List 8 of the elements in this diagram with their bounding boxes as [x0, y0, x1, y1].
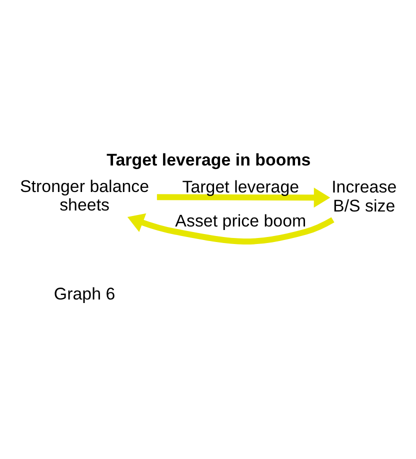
edge-label: Target leverage — [182, 177, 300, 196]
node-text: Stronger balance sheets — [20, 176, 150, 214]
node-text: Increase B/S size — [332, 177, 397, 215]
arrow — [156, 187, 330, 208]
label: Graph 6 — [54, 284, 116, 304]
edge-label: Asset price boom — [175, 211, 306, 230]
diagram-title: Target leverage in booms — [106, 150, 311, 170]
arrow — [127, 212, 334, 244]
